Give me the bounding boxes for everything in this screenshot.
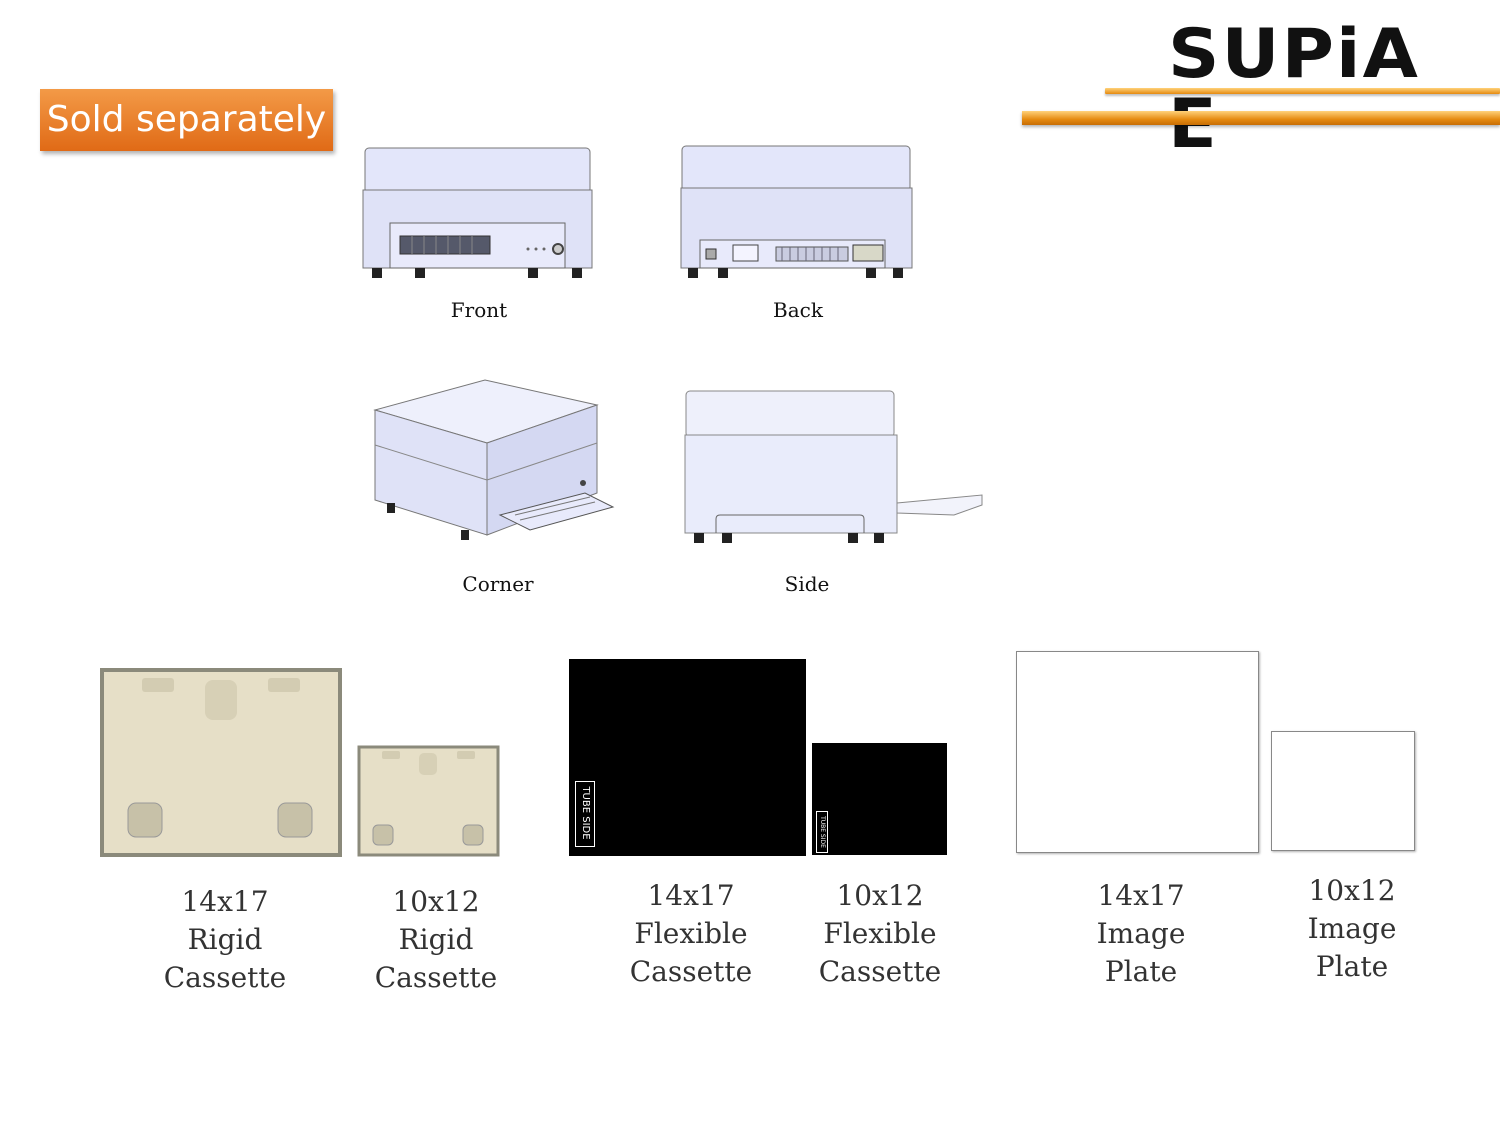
device-back-view — [680, 145, 913, 278]
device-side-view — [684, 390, 983, 543]
view-label-back: Back — [773, 298, 823, 322]
sold-separately-badge: Sold separately — [40, 89, 333, 151]
label-flexible-cassette-10x12: 10x12 Flexible Cassette — [818, 879, 942, 988]
flexible-cassette-10x12: TUBE SIDE — [812, 743, 947, 855]
image-plate-14x17 — [1016, 651, 1259, 853]
rigid-cassette-10x12 — [357, 745, 500, 857]
logo-accent-bar-bottom — [1022, 111, 1500, 125]
rigid-cassette-14x17 — [100, 668, 342, 857]
image-plate-10x12 — [1271, 731, 1415, 851]
logo-accent-bar-top — [1105, 88, 1500, 94]
label-rigid-cassette-10x12: 10x12 Rigid Cassette — [374, 885, 498, 994]
label-rigid-cassette-14x17: 14x17 Rigid Cassette — [163, 885, 287, 994]
label-flexible-cassette-14x17: 14x17 Flexible Cassette — [629, 879, 753, 988]
view-label-corner: Corner — [462, 572, 534, 596]
brand-logo: SUPiA E — [1168, 15, 1420, 160]
label-image-plate-10x12: 10x12 Image Plate — [1307, 874, 1397, 983]
flexible-cassette-14x17: TUBE SIDE — [569, 659, 806, 856]
view-label-front: Front — [450, 298, 508, 322]
label-image-plate-14x17: 14x17 Image Plate — [1096, 879, 1186, 988]
device-corner-view — [373, 379, 615, 540]
device-front-view — [362, 147, 593, 278]
view-label-side: Side — [784, 572, 830, 596]
